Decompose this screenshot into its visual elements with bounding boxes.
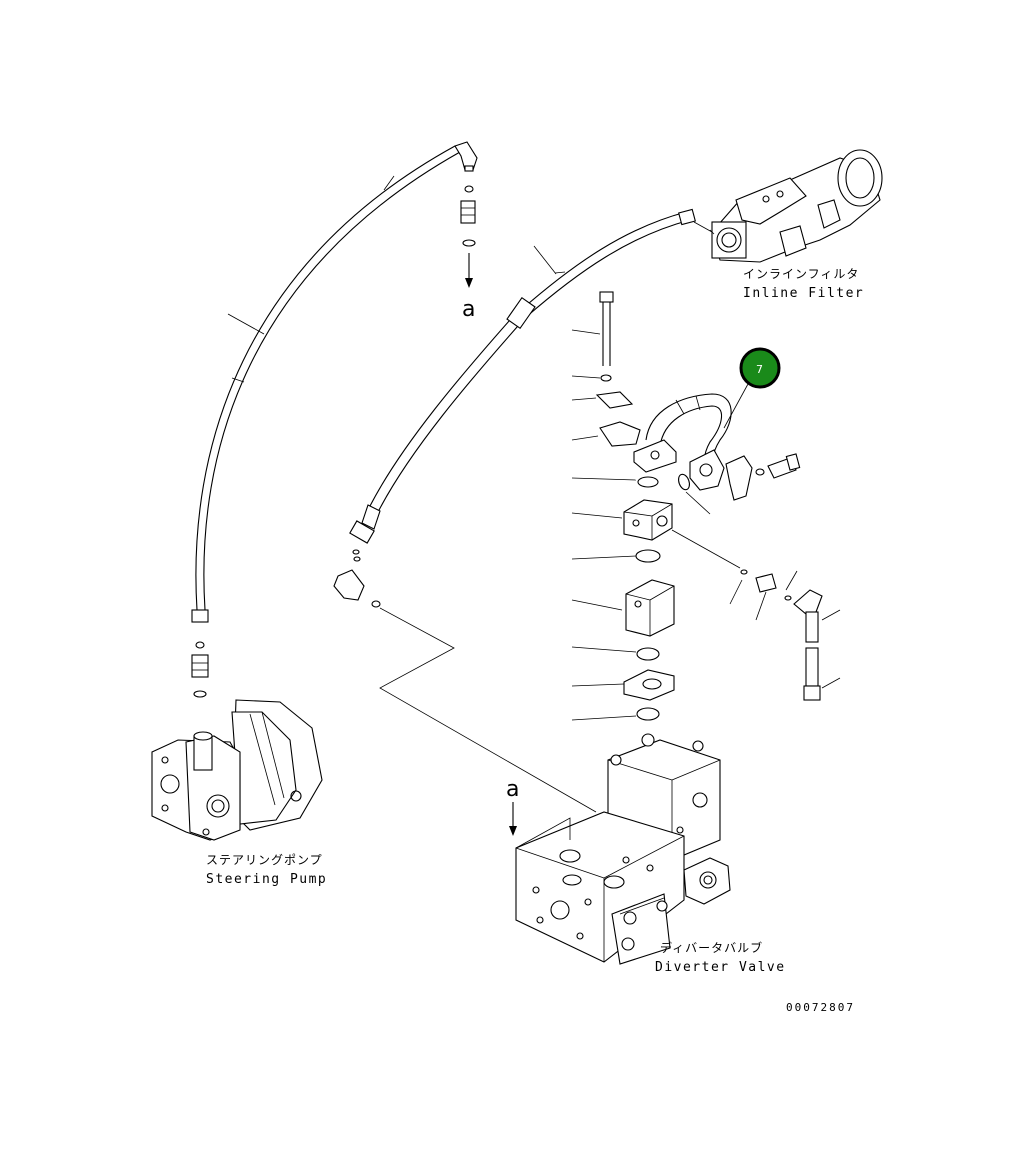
inline-filter — [693, 149, 883, 263]
callout-7[interactable]: 7 — [739, 347, 781, 389]
steering-pump-label-jp: ステアリングポンプ — [206, 853, 323, 867]
right-fittings — [671, 529, 841, 701]
view-marker-top: a — [462, 297, 475, 322]
tube-assembly — [633, 383, 801, 515]
diverter-valve-label-en: Diverter Valve — [655, 960, 786, 975]
figure-number: 00072807 — [786, 1001, 855, 1014]
callout-number: 7 — [756, 363, 763, 376]
callout-circle[interactable] — [739, 347, 781, 389]
valve-parts-stack — [571, 291, 675, 721]
view-marker-arrow — [509, 802, 517, 836]
inline-filter-label-en: Inline Filter — [743, 286, 864, 301]
elbow-fitting — [333, 569, 597, 813]
upper-fitting — [460, 185, 476, 288]
long-hose — [191, 141, 478, 623]
filter-hose — [349, 208, 696, 562]
inline-filter-label-jp: インラインフィルタ — [743, 267, 859, 281]
steering-pump — [151, 641, 323, 841]
diverter-valve-label-jp: ディバータバルブ — [660, 940, 763, 955]
view-marker-bottom: a — [506, 777, 519, 802]
diverter-valve — [515, 733, 731, 965]
steering-pump-label-en: Steering Pump — [206, 872, 327, 887]
